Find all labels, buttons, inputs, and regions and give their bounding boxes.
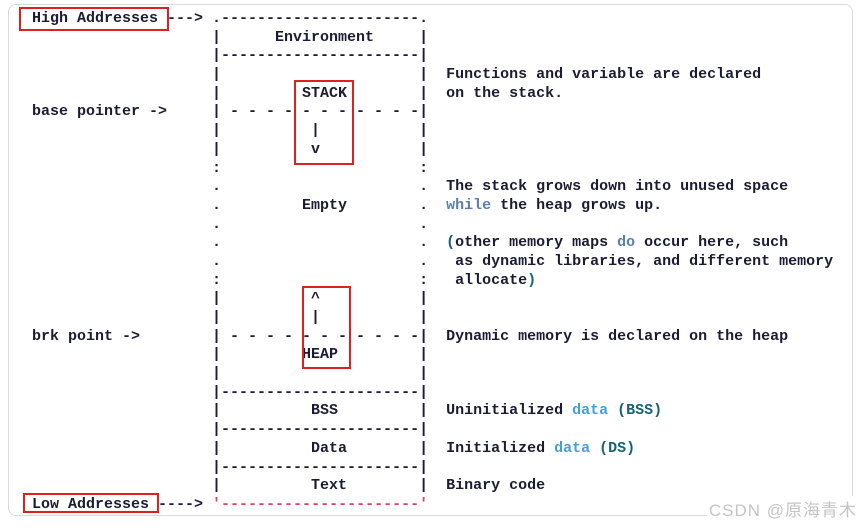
diagram-row-2: |----------------------| [14, 47, 429, 65]
diagram-row-19: | | [14, 365, 429, 383]
diagram-row-14: : : allocate) [14, 271, 537, 289]
diagram-row-22: |----------------------| [14, 421, 429, 439]
diagram-row-1: | Environment | [14, 28, 429, 46]
diagram-row-7: | v | [14, 140, 429, 158]
diagram-row-23: | Data | Initialized data (DS) [14, 439, 636, 457]
diagram-row-5: base pointer -> | - - - - - - - - - - -| [14, 103, 429, 121]
diagram-row-18: | HEAP | [14, 346, 429, 364]
code-block-panel [8, 4, 853, 516]
diagram-row-16: | | | [14, 309, 429, 326]
diagram-row-10: . Empty . while the heap grows up. [14, 196, 663, 214]
diagram-row-12: . . (other memory maps do occur here, su… [14, 234, 789, 252]
diagram-row-6: | | | [14, 122, 429, 140]
diagram-row-21: | BSS | Uninitialized data (BSS) [14, 402, 663, 420]
ascii-diagram: High Addresses ---> .-------------------… [14, 10, 833, 515]
diagram-row-0: High Addresses ---> .-------------------… [14, 10, 429, 27]
diagram-row-17: brk point -> | - - - - - - - - - - -| Dy… [14, 327, 789, 345]
diagram-row-4: | STACK | on the stack. [14, 84, 564, 102]
diagram-row-24: |----------------------| [14, 458, 429, 476]
diagram-row-25: | Text | Binary code [14, 477, 546, 495]
diagram-row-15: | ^ | [14, 290, 429, 308]
diagram-row-11: . . [14, 215, 429, 233]
csdn-watermark: CSDN @原海青木 [706, 496, 859, 521]
diagram-row-13: . . as dynamic libraries, and different … [14, 252, 834, 270]
diagram-row-9: . . The stack grows down into unused spa… [14, 178, 789, 196]
diagram-row-20: |----------------------| [14, 383, 429, 401]
diagram-row-3: | | Functions and variable are declared [14, 66, 762, 84]
diagram-row-8: : : [14, 159, 429, 177]
diagram-row-26: Low Addresses ----> '-------------------… [14, 495, 429, 513]
